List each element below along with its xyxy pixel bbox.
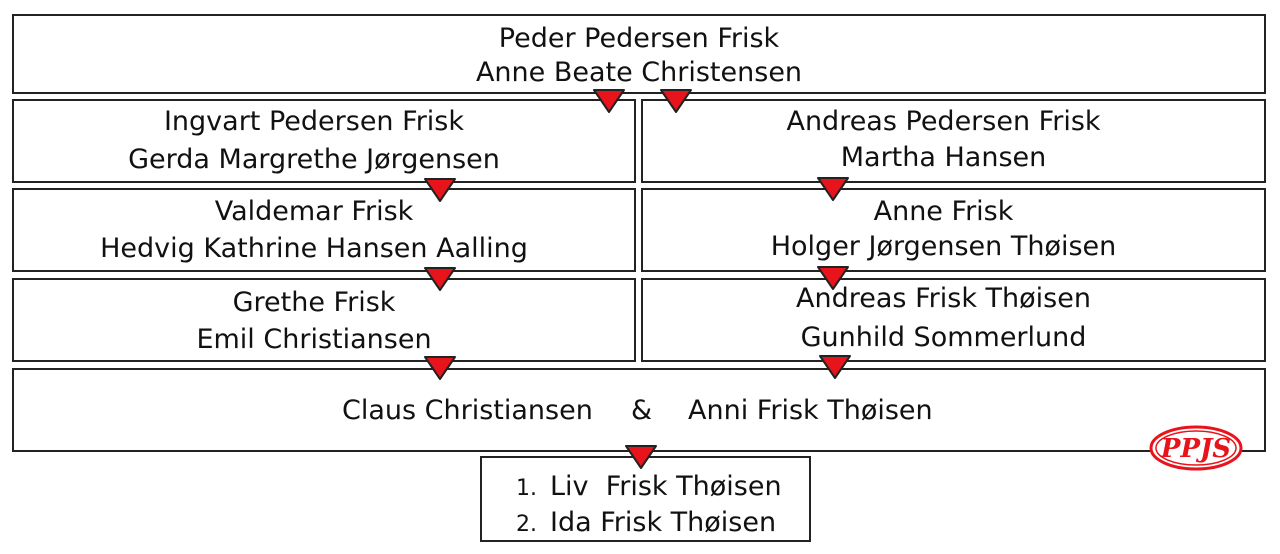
child-number-2: 2. bbox=[516, 512, 537, 537]
left-gen-2-person-2: Hedvig Kathrine Hansen Aalling bbox=[100, 233, 528, 264]
left-gen-3-person-1: Grethe Frisk bbox=[232, 287, 396, 318]
child-name-1: Liv Frisk Thøisen bbox=[550, 471, 782, 502]
left-gen-3-box: Grethe Frisk Emil Christiansen bbox=[12, 278, 636, 362]
left-gen-2-box: Valdemar Frisk Hedvig Kathrine Hansen Aa… bbox=[12, 188, 636, 272]
root-person-1: Peder Pedersen Frisk bbox=[498, 23, 780, 54]
right-gen-1-box: Andreas Pedersen Frisk Martha Hansen bbox=[641, 99, 1266, 183]
left-gen-1-person-2: Gerda Margrethe Jørgensen bbox=[128, 144, 500, 175]
child-item-2: 2. Ida Frisk Thøisen bbox=[516, 506, 776, 542]
children-box: 1. Liv Frisk Thøisen 2. Ida Frisk Thøisen bbox=[480, 456, 811, 542]
child-number-1: 1. bbox=[516, 476, 537, 501]
child-name-2: Ida Frisk Thøisen bbox=[550, 507, 777, 538]
left-gen-3-person-2: Emil Christiansen bbox=[196, 324, 432, 355]
root-person-2: Anne Beate Christensen bbox=[475, 57, 803, 88]
ppjs-logo: PPJS bbox=[1149, 425, 1243, 471]
right-gen-3-box: Andreas Frisk Thøisen Gunhild Sommerlund bbox=[641, 278, 1266, 362]
couple-partner-2: Anni Frisk Thøisen bbox=[688, 395, 933, 426]
left-gen-1-box: Ingvart Pedersen Frisk Gerda Margrethe J… bbox=[12, 99, 636, 183]
child-item-1: 1. Liv Frisk Thøisen bbox=[516, 470, 782, 506]
right-gen-3-person-1: Andreas Frisk Thøisen bbox=[796, 283, 1091, 314]
right-gen-1-person-1: Andreas Pedersen Frisk bbox=[786, 106, 1101, 137]
right-gen-2-person-1: Anne Frisk bbox=[873, 196, 1014, 227]
right-gen-3-person-2: Gunhild Sommerlund bbox=[800, 322, 1087, 353]
left-gen-2-person-1: Valdemar Frisk bbox=[214, 196, 414, 227]
root-couple-box: Peder Pedersen Frisk Anne Beate Christen… bbox=[12, 14, 1266, 94]
svg-text:PPJS: PPJS bbox=[1160, 434, 1231, 464]
right-gen-2-box: Anne Frisk Holger Jørgensen Thøisen bbox=[641, 188, 1266, 272]
right-gen-1-person-2: Martha Hansen bbox=[840, 142, 1047, 173]
couple-box: Claus Christiansen & Anni Frisk Thøisen bbox=[12, 368, 1266, 452]
couple-ampersand: & bbox=[631, 395, 653, 426]
right-gen-2-person-2: Holger Jørgensen Thøisen bbox=[770, 231, 1117, 262]
couple-partner-1: Claus Christiansen bbox=[342, 395, 593, 426]
left-gen-1-person-1: Ingvart Pedersen Frisk bbox=[163, 106, 465, 137]
